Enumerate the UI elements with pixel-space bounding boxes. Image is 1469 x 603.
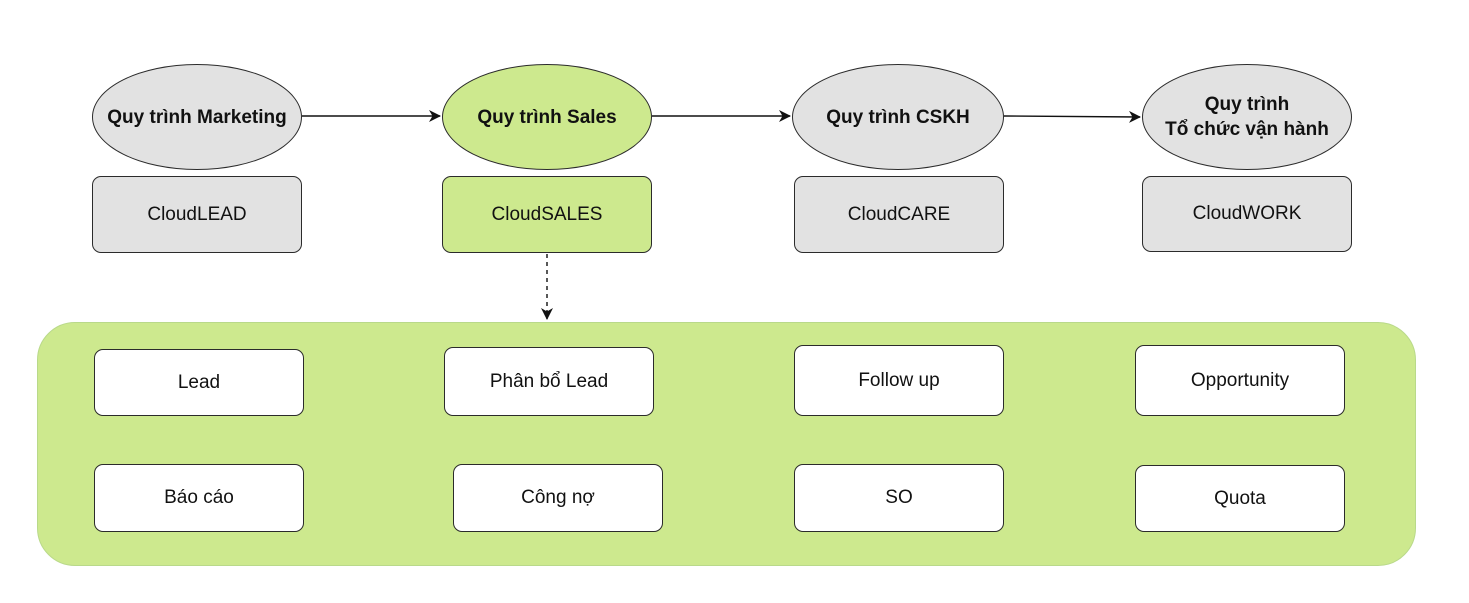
process-marketing[interactable]: Quy trình Marketing xyxy=(92,64,302,170)
product-cloudwork[interactable]: CloudWORK xyxy=(1142,176,1352,252)
arrow-cskh-to-operations xyxy=(1003,110,1141,123)
product-cloudcare[interactable]: CloudCARE xyxy=(794,176,1004,253)
step-opportunity[interactable]: Opportunity xyxy=(1135,345,1345,416)
process-sales[interactable]: Quy trình Sales xyxy=(442,64,652,170)
step-follow-up[interactable]: Follow up xyxy=(794,345,1004,416)
step-quota[interactable]: Quota xyxy=(1135,465,1345,532)
product-cloudlead[interactable]: CloudLEAD xyxy=(92,176,302,253)
process-operations[interactable]: Quy trình Tổ chức vận hành xyxy=(1142,64,1352,170)
step-lead[interactable]: Lead xyxy=(94,349,304,416)
product-cloudsales[interactable]: CloudSALES xyxy=(442,176,652,253)
step-so[interactable]: SO xyxy=(794,464,1004,532)
process-customer-care[interactable]: Quy trình CSKH xyxy=(792,64,1004,170)
step-debt[interactable]: Công nợ xyxy=(453,464,663,532)
step-lead-allocation[interactable]: Phân bổ Lead xyxy=(444,347,654,416)
step-report[interactable]: Báo cáo xyxy=(94,464,304,532)
